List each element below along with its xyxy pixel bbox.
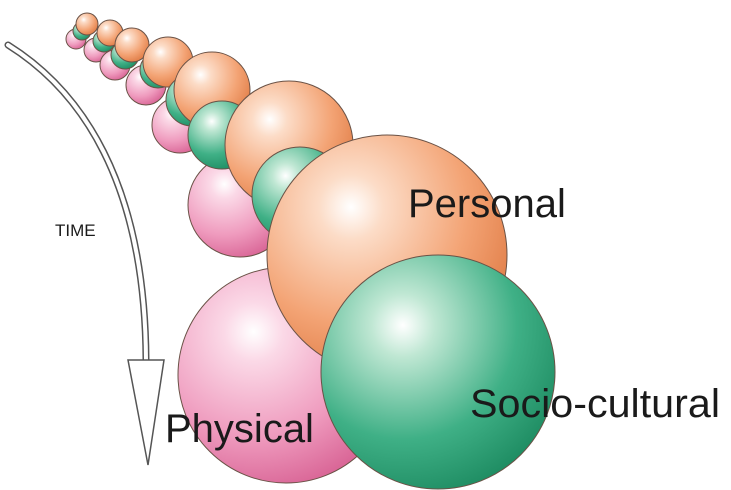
label-socio-cultural: Socio-cultural	[470, 382, 720, 426]
time-arrow-icon	[8, 45, 164, 465]
sphere-socio-main	[321, 255, 555, 489]
time-label: TIME	[55, 221, 96, 240]
label-physical: Physical	[165, 407, 314, 451]
label-personal: Personal	[408, 182, 566, 226]
sphere-personal-1	[76, 13, 98, 35]
